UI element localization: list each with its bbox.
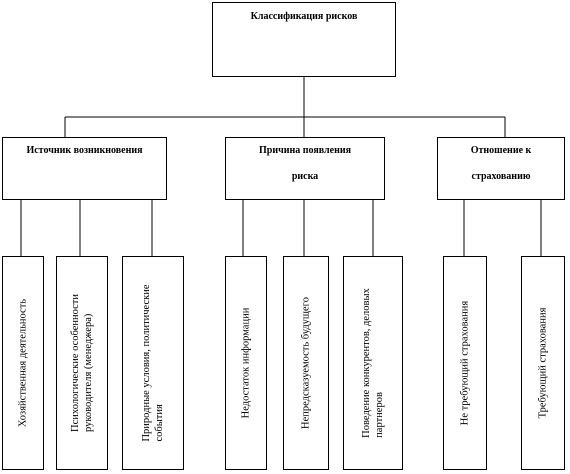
category-cause-box: Причина появления риска xyxy=(225,137,385,200)
leaf-natural-conditions-box: Природные условия, политические события xyxy=(122,256,184,470)
leaf-insurance-label: Требующий страхования xyxy=(537,307,549,419)
leaf-unpredictability-box: Непредсказуемость будущего xyxy=(283,256,329,470)
leaf-competitors-label-line1: Поведение конкурентов, деловых xyxy=(361,288,372,438)
leaf-natural-conditions-label-line1: Природные условия, политические xyxy=(141,284,152,442)
category-source-label: Источник возникновения xyxy=(26,145,143,156)
root-box: Классификация рисков xyxy=(212,2,396,77)
category-insurance-box: Отношение к страхованию xyxy=(437,137,565,200)
category-cause-label-line1: Причина появления xyxy=(259,145,351,156)
root-label: Классификация рисков xyxy=(250,11,358,22)
leaf-psychology-label-line2: руководителя (менеджера) xyxy=(83,313,94,433)
leaf-competitors-label-line2: партнеров xyxy=(374,392,385,438)
category-cause-label-line2: риска xyxy=(291,171,319,182)
category-insurance-label-line1: Отношение к xyxy=(470,145,532,156)
leaf-economic-activity-label: Хозяйственная деятельность xyxy=(17,298,29,428)
leaf-insurance-box: Требующий страхования xyxy=(521,256,565,470)
leaf-psychology-label-line1: Психологические особенности xyxy=(70,293,81,433)
leaf-lack-of-info-label: Недостаток информации xyxy=(240,307,252,419)
leaf-psychology-box: Психологические особенности руководителя… xyxy=(56,256,108,470)
leaf-economic-activity-box: Хозяйственная деятельность xyxy=(2,256,44,470)
leaf-no-insurance-label: Не требующий страхования xyxy=(459,300,471,426)
leaf-no-insurance-box: Не требующий страхования xyxy=(443,256,487,470)
leaf-natural-conditions-label-line2: события xyxy=(154,404,165,442)
category-insurance-label-line2: страхованию xyxy=(471,171,531,182)
leaf-unpredictability-label: Непредсказуемость будущего xyxy=(300,297,312,429)
leaf-competitors-box: Поведение конкурентов, деловых партнеров xyxy=(343,256,403,470)
leaf-lack-of-info-box: Недостаток информации xyxy=(225,256,267,470)
category-source-box: Источник возникновения xyxy=(2,137,167,200)
